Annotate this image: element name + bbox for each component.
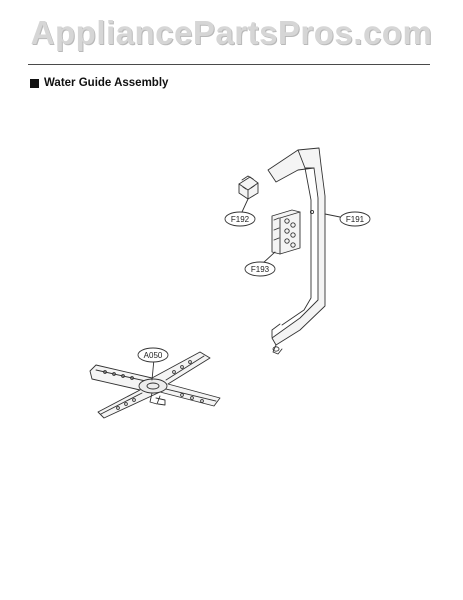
callout-f191[interactable]: F191 bbox=[339, 211, 371, 227]
section-heading: Water Guide Assembly bbox=[30, 77, 168, 89]
header-rule bbox=[28, 64, 430, 65]
part-a050-spray-arm[interactable] bbox=[89, 351, 221, 419]
leader-f191 bbox=[324, 213, 341, 218]
leader-a050 bbox=[151, 358, 155, 381]
callout-f191-label: F191 bbox=[346, 215, 365, 224]
bullet-square-icon bbox=[30, 78, 39, 88]
callout-a050[interactable]: A050 bbox=[137, 347, 169, 363]
callout-f192-label: F192 bbox=[231, 215, 250, 224]
callout-a050-label: A050 bbox=[144, 351, 163, 360]
watermark: AppliancePartsPros.com bbox=[30, 14, 433, 51]
callout-f193[interactable]: F193 bbox=[244, 261, 276, 277]
leader-f192 bbox=[241, 198, 249, 213]
part-f192-bracket[interactable] bbox=[238, 175, 259, 200]
callout-f193-label: F193 bbox=[251, 265, 270, 274]
callout-f192[interactable]: F192 bbox=[224, 211, 256, 227]
part-f191-water-guide[interactable] bbox=[267, 147, 326, 355]
part-f193-plate[interactable] bbox=[271, 209, 301, 255]
section-title: Water Guide Assembly bbox=[44, 77, 169, 89]
